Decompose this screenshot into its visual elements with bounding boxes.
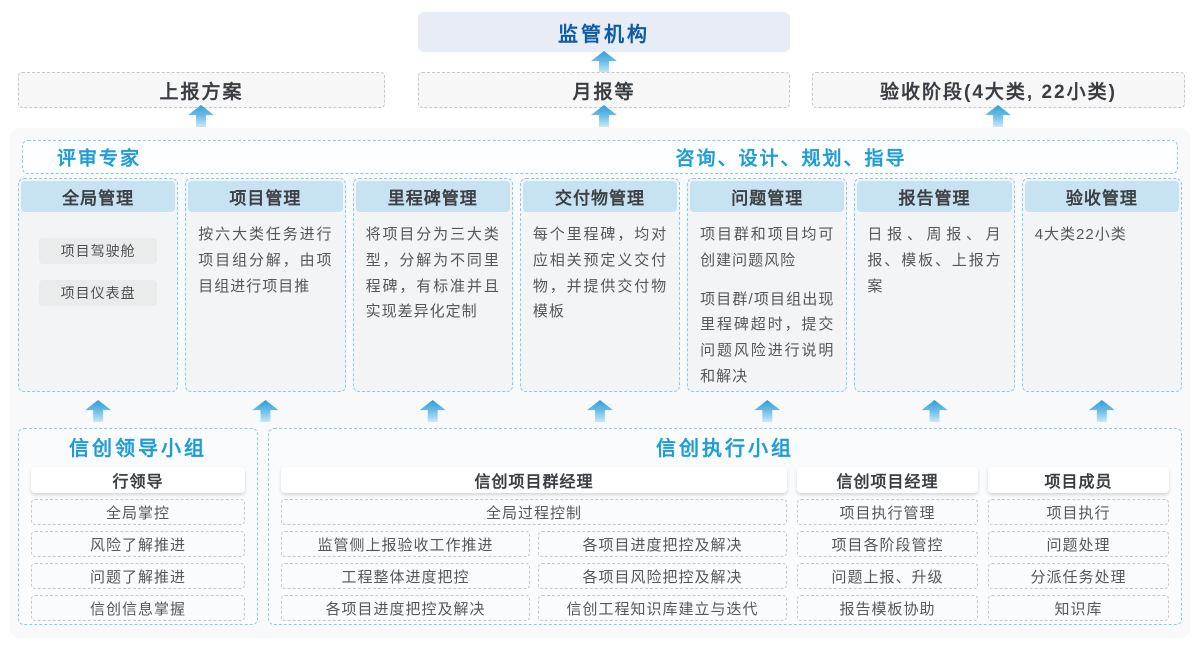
column-acceptance-management: 验收管理 4大类22小类: [1021, 178, 1182, 392]
column-paragraph: 4大类22小类: [1034, 226, 1127, 243]
column-title: 里程碑管理: [355, 181, 510, 212]
leadership-group-box: 信创领导小组 行领导 全局掌控 风险了解推进 问题了解推进 信创信息掌握: [18, 428, 258, 625]
up-arrow-icon: [754, 400, 781, 422]
project-manager-section: 信创项目经理 项目执行管理 项目各阶段管控 问题上报、升级 报告模板协助: [797, 463, 978, 621]
column-content: 每个里程碑，均对应相关预定义交付物，并提供交付物模板: [521, 214, 679, 338]
column-paragraph: 按六大类任务进行项目组分解，由项目组进行项目推: [198, 226, 333, 295]
execution-group-box: 信创执行小组 信创项目群经理 全局过程控制 监管侧上报验收工作推进 工程整体进度…: [268, 428, 1182, 625]
up-arrow-icon: [252, 400, 279, 422]
management-columns: 全局管理 项目驾驶舱 项目仪表盘 项目管理 按六大类任务进行项目组分解，由项目组…: [18, 178, 1182, 392]
duty-item: 项目执行管理: [797, 499, 978, 525]
column-paragraph: 项目群/项目组出现里程碑超时，提交问题风险进行说明和解决: [700, 290, 835, 385]
acceptance-stage-box: 验收阶段(4大类, 22小类): [812, 72, 1185, 108]
up-arrow-icon: [591, 105, 617, 127]
project-member-role: 项目成员: [988, 467, 1169, 493]
column-deliverable-management: 交付物管理 每个里程碑，均对应相关预定义交付物，并提供交付物模板: [519, 178, 681, 392]
regulator-box: 监管机构: [418, 12, 790, 52]
up-arrow-icon: [419, 400, 446, 422]
up-arrow-icon: [85, 400, 112, 422]
duty-item: 问题上报、升级: [797, 563, 978, 589]
duty-item: 信创信息掌握: [31, 595, 245, 621]
column-title: 验收管理: [1024, 181, 1179, 212]
up-arrow-icon: [188, 105, 214, 127]
duty-item: 问题了解推进: [31, 563, 245, 589]
column-content: 将项目分为三大类型，分解为不同里程碑，有标准并且实现差异化定制: [354, 214, 512, 338]
column-arrows: [18, 400, 1182, 422]
management-panel: 评审专家 咨询、设计、规划、指导 全局管理 项目驾驶舱 项目仪表盘 项目管理 按…: [10, 128, 1190, 638]
bank-leader-role: 行领导: [31, 467, 245, 493]
duty-item: 各项目进度把控及解决: [281, 595, 530, 621]
duty-item: 问题处理: [988, 531, 1169, 557]
report-plan-box: 上报方案: [18, 72, 385, 108]
column-content: 按六大类任务进行项目组分解，由项目组进行项目推: [186, 214, 344, 312]
column-paragraph: 项目群和项目均可创建问题风险: [700, 226, 835, 269]
column-title: 问题管理: [690, 181, 845, 212]
execution-group-title: 信创执行小组: [656, 438, 794, 460]
column-global-management: 全局管理 项目驾驶舱 项目仪表盘: [18, 178, 179, 392]
duty-item: 信创工程知识库建立与迭代: [538, 595, 787, 621]
consulting-label: 咨询、设计、规划、指导: [675, 148, 907, 170]
column-title: 交付物管理: [522, 181, 678, 212]
column-project-management: 项目管理 按六大类任务进行项目组分解，由项目组进行项目推: [185, 178, 346, 392]
column-content: 项目群和项目均可创建问题风险 项目群/项目组出现里程碑超时，提交问题风险进行说明…: [688, 214, 846, 391]
column-issue-management: 问题管理 项目群和项目均可创建问题风险 项目群/项目组出现里程碑超时，提交问题风…: [687, 178, 848, 392]
duty-item: 项目执行: [988, 499, 1169, 525]
up-arrow-icon: [586, 400, 613, 422]
duty-item: 全局过程控制: [281, 499, 787, 525]
column-title: 全局管理: [21, 181, 176, 212]
column-title: 项目管理: [188, 181, 343, 212]
leadership-group-title: 信创领导小组: [69, 438, 207, 460]
column-content: 4大类22小类: [1023, 214, 1181, 261]
duty-item: 项目各阶段管控: [797, 531, 978, 557]
column-milestone-management: 里程碑管理 将项目分为三大类型，分解为不同里程碑，有标准并且实现差异化定制: [352, 178, 513, 392]
acceptance-stage-label: 验收阶段(4大类, 22小类): [880, 81, 1117, 103]
up-arrow-icon: [591, 51, 617, 73]
monthly-report-label: 月报等: [572, 81, 636, 103]
column-title: 报告管理: [857, 181, 1012, 212]
duty-item: 知识库: [988, 595, 1169, 621]
duty-item: 工程整体进度把控: [281, 563, 530, 589]
column-paragraph: 将项目分为三大类型，分解为不同里程碑，有标准并且实现差异化定制: [365, 226, 500, 321]
report-plan-label: 上报方案: [159, 81, 244, 103]
project-manager-role: 信创项目经理: [797, 467, 978, 493]
column-paragraph: 每个里程碑，均对应相关预定义交付物，并提供交付物模板: [532, 226, 668, 321]
up-arrow-icon: [1088, 400, 1115, 422]
duty-item: 各项目风险把控及解决: [538, 563, 787, 589]
column-paragraph: 日报、周报、月报、模板、上报方案: [867, 226, 1002, 295]
up-arrow-icon: [985, 105, 1011, 127]
project-member-section: 项目成员 项目执行 问题处理 分派任务处理 知识库: [988, 463, 1169, 621]
column-report-management: 报告管理 日报、周报、月报、模板、上报方案: [854, 178, 1015, 392]
duty-item: 报告模板协助: [797, 595, 978, 621]
feature-pill: 项目仪表盘: [39, 280, 158, 306]
duty-item: 监管侧上报验收工作推进: [281, 531, 530, 557]
teams-row: 信创领导小组 行领导 全局掌控 风险了解推进 问题了解推进 信创信息掌握 信创执…: [18, 428, 1182, 625]
monthly-report-box: 月报等: [418, 72, 790, 108]
review-experts-label: 评审专家: [57, 148, 142, 170]
experts-band: 评审专家 咨询、设计、规划、指导: [22, 140, 1178, 174]
duty-item: 风险了解推进: [31, 531, 245, 557]
regulator-label: 监管机构: [558, 23, 650, 46]
up-arrow-icon: [921, 400, 948, 422]
program-manager-role: 信创项目群经理: [281, 467, 787, 493]
feature-pill: 项目驾驶舱: [39, 238, 158, 264]
duty-item: 全局掌控: [31, 499, 245, 525]
column-content: 日报、周报、月报、模板、上报方案: [855, 214, 1013, 312]
duty-item: 分派任务处理: [988, 563, 1169, 589]
program-manager-section: 信创项目群经理 全局过程控制 监管侧上报验收工作推进 工程整体进度把控 各项目进…: [281, 463, 787, 621]
column-content: 项目驾驶舱 项目仪表盘: [19, 214, 177, 306]
duty-item: 各项目进度把控及解决: [538, 531, 787, 557]
